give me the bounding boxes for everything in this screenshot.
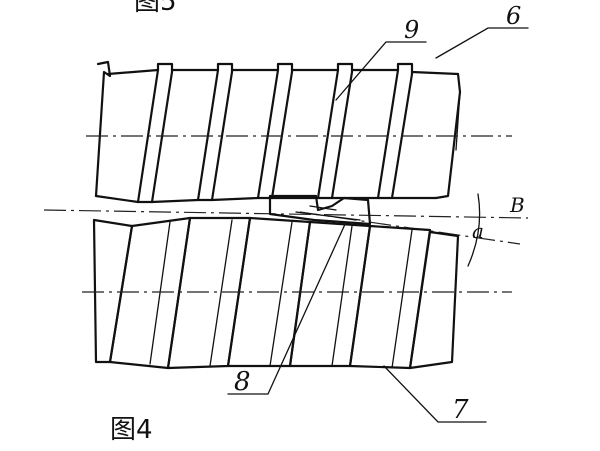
upper-right-end bbox=[434, 72, 462, 200]
label-6: 6 bbox=[506, 2, 521, 30]
label-8: 8 bbox=[234, 367, 251, 397]
label-b: B bbox=[509, 193, 525, 217]
reference-line-b bbox=[43, 209, 529, 219]
lower-worm-roll bbox=[82, 216, 512, 370]
upper-bottom-edge bbox=[94, 194, 438, 204]
leader-9 bbox=[335, 41, 427, 101]
leader-6 bbox=[435, 27, 529, 59]
upper-thread-ribs bbox=[136, 62, 414, 204]
upper-top-edge bbox=[106, 68, 460, 76]
top-caption-fragment: 图5 bbox=[134, 0, 177, 17]
label-7: 7 bbox=[452, 395, 469, 425]
leader-lines bbox=[227, 27, 529, 423]
upper-left-end bbox=[94, 60, 112, 198]
leader-8 bbox=[227, 221, 347, 395]
label-9: 9 bbox=[404, 16, 419, 44]
meshing-plate-8 bbox=[268, 194, 372, 226]
leader-7 bbox=[383, 365, 487, 423]
angle-a-arc bbox=[467, 193, 481, 267]
lower-thread-sections bbox=[108, 216, 460, 370]
upper-worm-roll bbox=[86, 60, 512, 204]
label-a: a bbox=[472, 219, 484, 243]
contact-zone bbox=[43, 193, 529, 267]
figure-caption: 图4 bbox=[110, 415, 153, 445]
